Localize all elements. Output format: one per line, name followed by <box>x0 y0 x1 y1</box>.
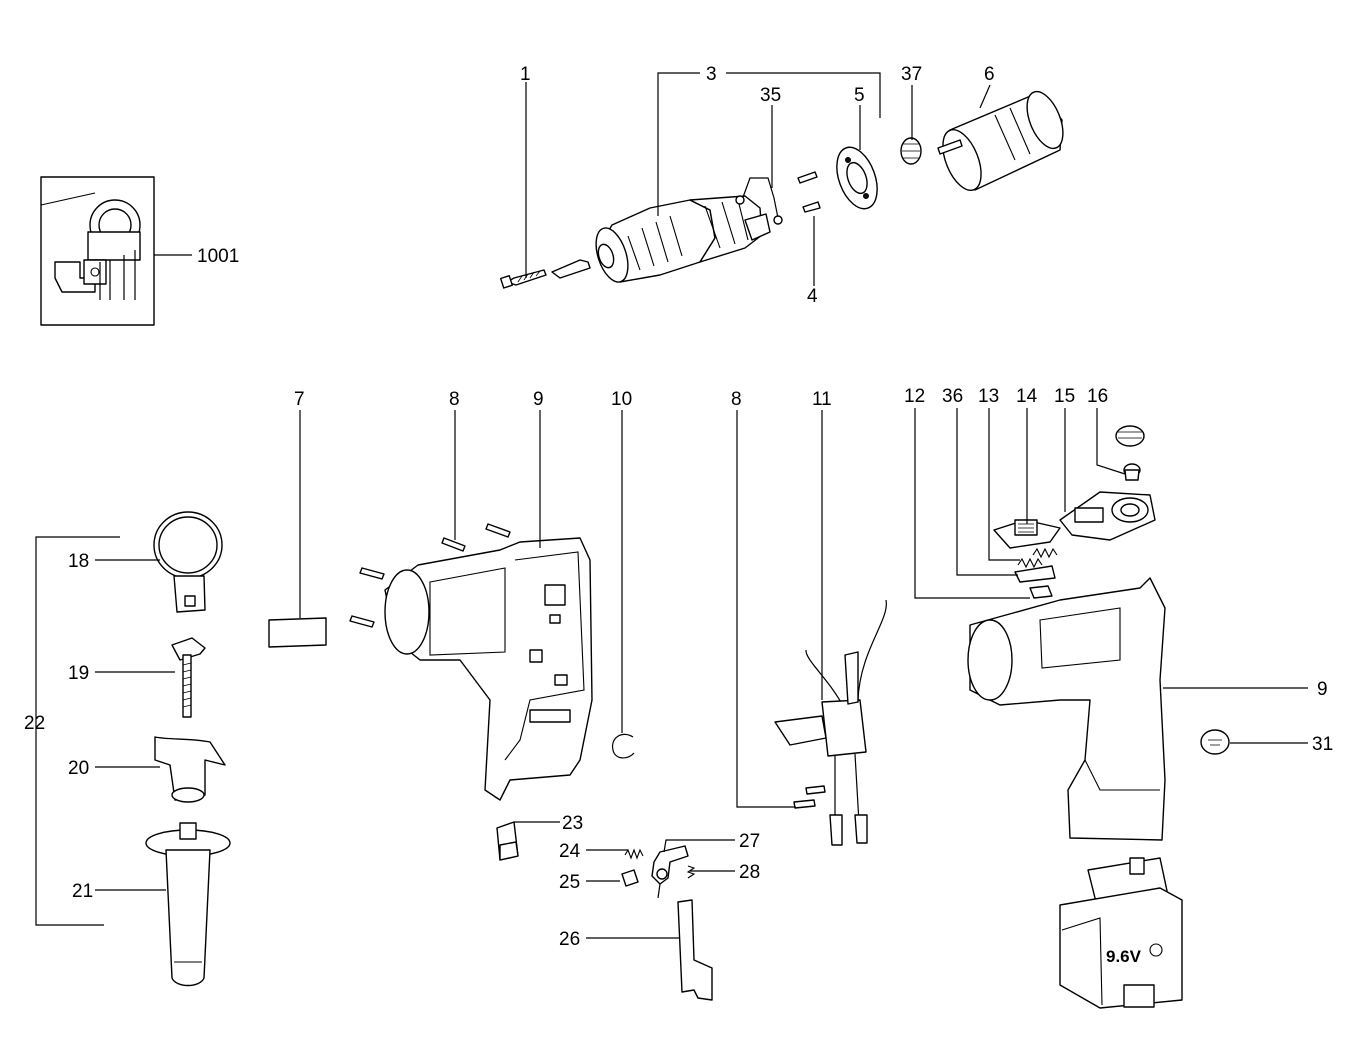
switch-part-11 <box>774 599 887 846</box>
part-label-3: 3 <box>706 64 717 85</box>
battery-voltage-label: 9.6V <box>1106 947 1142 966</box>
part-label-20: 20 <box>68 758 89 779</box>
part-label-15: 15 <box>1054 386 1075 407</box>
part-label-4: 4 <box>807 286 818 307</box>
handle-grip-part-21 <box>145 822 231 987</box>
contact-part-36 <box>1014 565 1056 583</box>
clamp-band-part-18 <box>153 511 223 613</box>
part-label-1: 1 <box>520 64 531 85</box>
part-label-19: 19 <box>68 663 89 684</box>
part-label-21: 21 <box>72 881 93 902</box>
inset-wiring-detail <box>40 176 155 326</box>
retaining-ring-part-10 <box>611 733 635 759</box>
circuit-board-part-14 <box>993 519 1061 549</box>
part-label-18: 18 <box>68 551 89 572</box>
spring-part-28 <box>686 865 696 879</box>
slider-part-25 <box>621 869 639 887</box>
part-label-6: 6 <box>984 64 995 85</box>
gearbox-chuck-part-3 <box>595 195 771 283</box>
part-label-12: 12 <box>904 386 925 407</box>
knob-part-16 <box>1115 425 1145 481</box>
part-label-8-left: 8 <box>449 389 460 410</box>
part-label-10: 10 <box>611 389 632 410</box>
clip-part-23 <box>496 821 519 861</box>
battery-pack: 9.6V <box>1059 857 1183 1009</box>
part-label-1001: 1001 <box>197 246 239 267</box>
bit-holder <box>551 259 591 279</box>
cover-part-15 <box>1059 491 1156 541</box>
part-label-11: 11 <box>812 389 832 410</box>
leader-lines <box>35 72 1308 939</box>
label-part-7 <box>268 617 327 648</box>
clamp-jaw-part-20 <box>154 736 226 803</box>
motor-part-6 <box>937 90 1064 191</box>
spring-clip-part-35 <box>735 177 783 225</box>
screw-part-1 <box>499 269 547 289</box>
part-label-23: 23 <box>562 813 583 834</box>
spring-part-24 <box>624 848 644 860</box>
motor-plate-part-5 <box>836 146 878 210</box>
housing-shell-part-9-left <box>384 537 593 801</box>
part-label-14: 14 <box>1016 386 1038 407</box>
part-label-7: 7 <box>294 389 305 410</box>
part-label-26: 26 <box>559 929 580 950</box>
part-label-24: 24 <box>559 841 581 862</box>
bolt-part-19 <box>171 637 206 718</box>
contact-part-12 <box>1029 585 1053 599</box>
screws-part-4 <box>797 171 821 213</box>
part-label-37: 37 <box>901 64 922 85</box>
springs-part-13 <box>1017 547 1058 569</box>
pinion-part-37 <box>900 137 922 165</box>
part-label-22: 22 <box>24 713 45 734</box>
housing-shell-part-9-right <box>967 577 1166 841</box>
part-label-9-right: 9 <box>1317 679 1328 700</box>
part-label-28: 28 <box>739 862 760 883</box>
part-label-35: 35 <box>760 85 781 106</box>
plate-part-31 <box>1200 729 1230 755</box>
part-label-27: 27 <box>739 831 760 852</box>
slide-part-26 <box>677 899 713 1001</box>
part-label-5: 5 <box>854 85 865 106</box>
part-label-31: 31 <box>1312 734 1333 755</box>
screws-part-8-right <box>793 785 826 809</box>
part-label-36: 36 <box>942 386 963 407</box>
part-label-13: 13 <box>978 386 999 407</box>
part-label-25: 25 <box>559 872 580 893</box>
part-label-16: 16 <box>1087 386 1108 407</box>
part-label-9-left: 9 <box>533 389 544 410</box>
part-number-labels: 1 3 35 5 37 6 4 1001 7 8 9 10 8 11 12 36… <box>24 64 1333 950</box>
part-label-8-right: 8 <box>731 389 742 410</box>
switch-lever-part-27 <box>651 845 689 899</box>
